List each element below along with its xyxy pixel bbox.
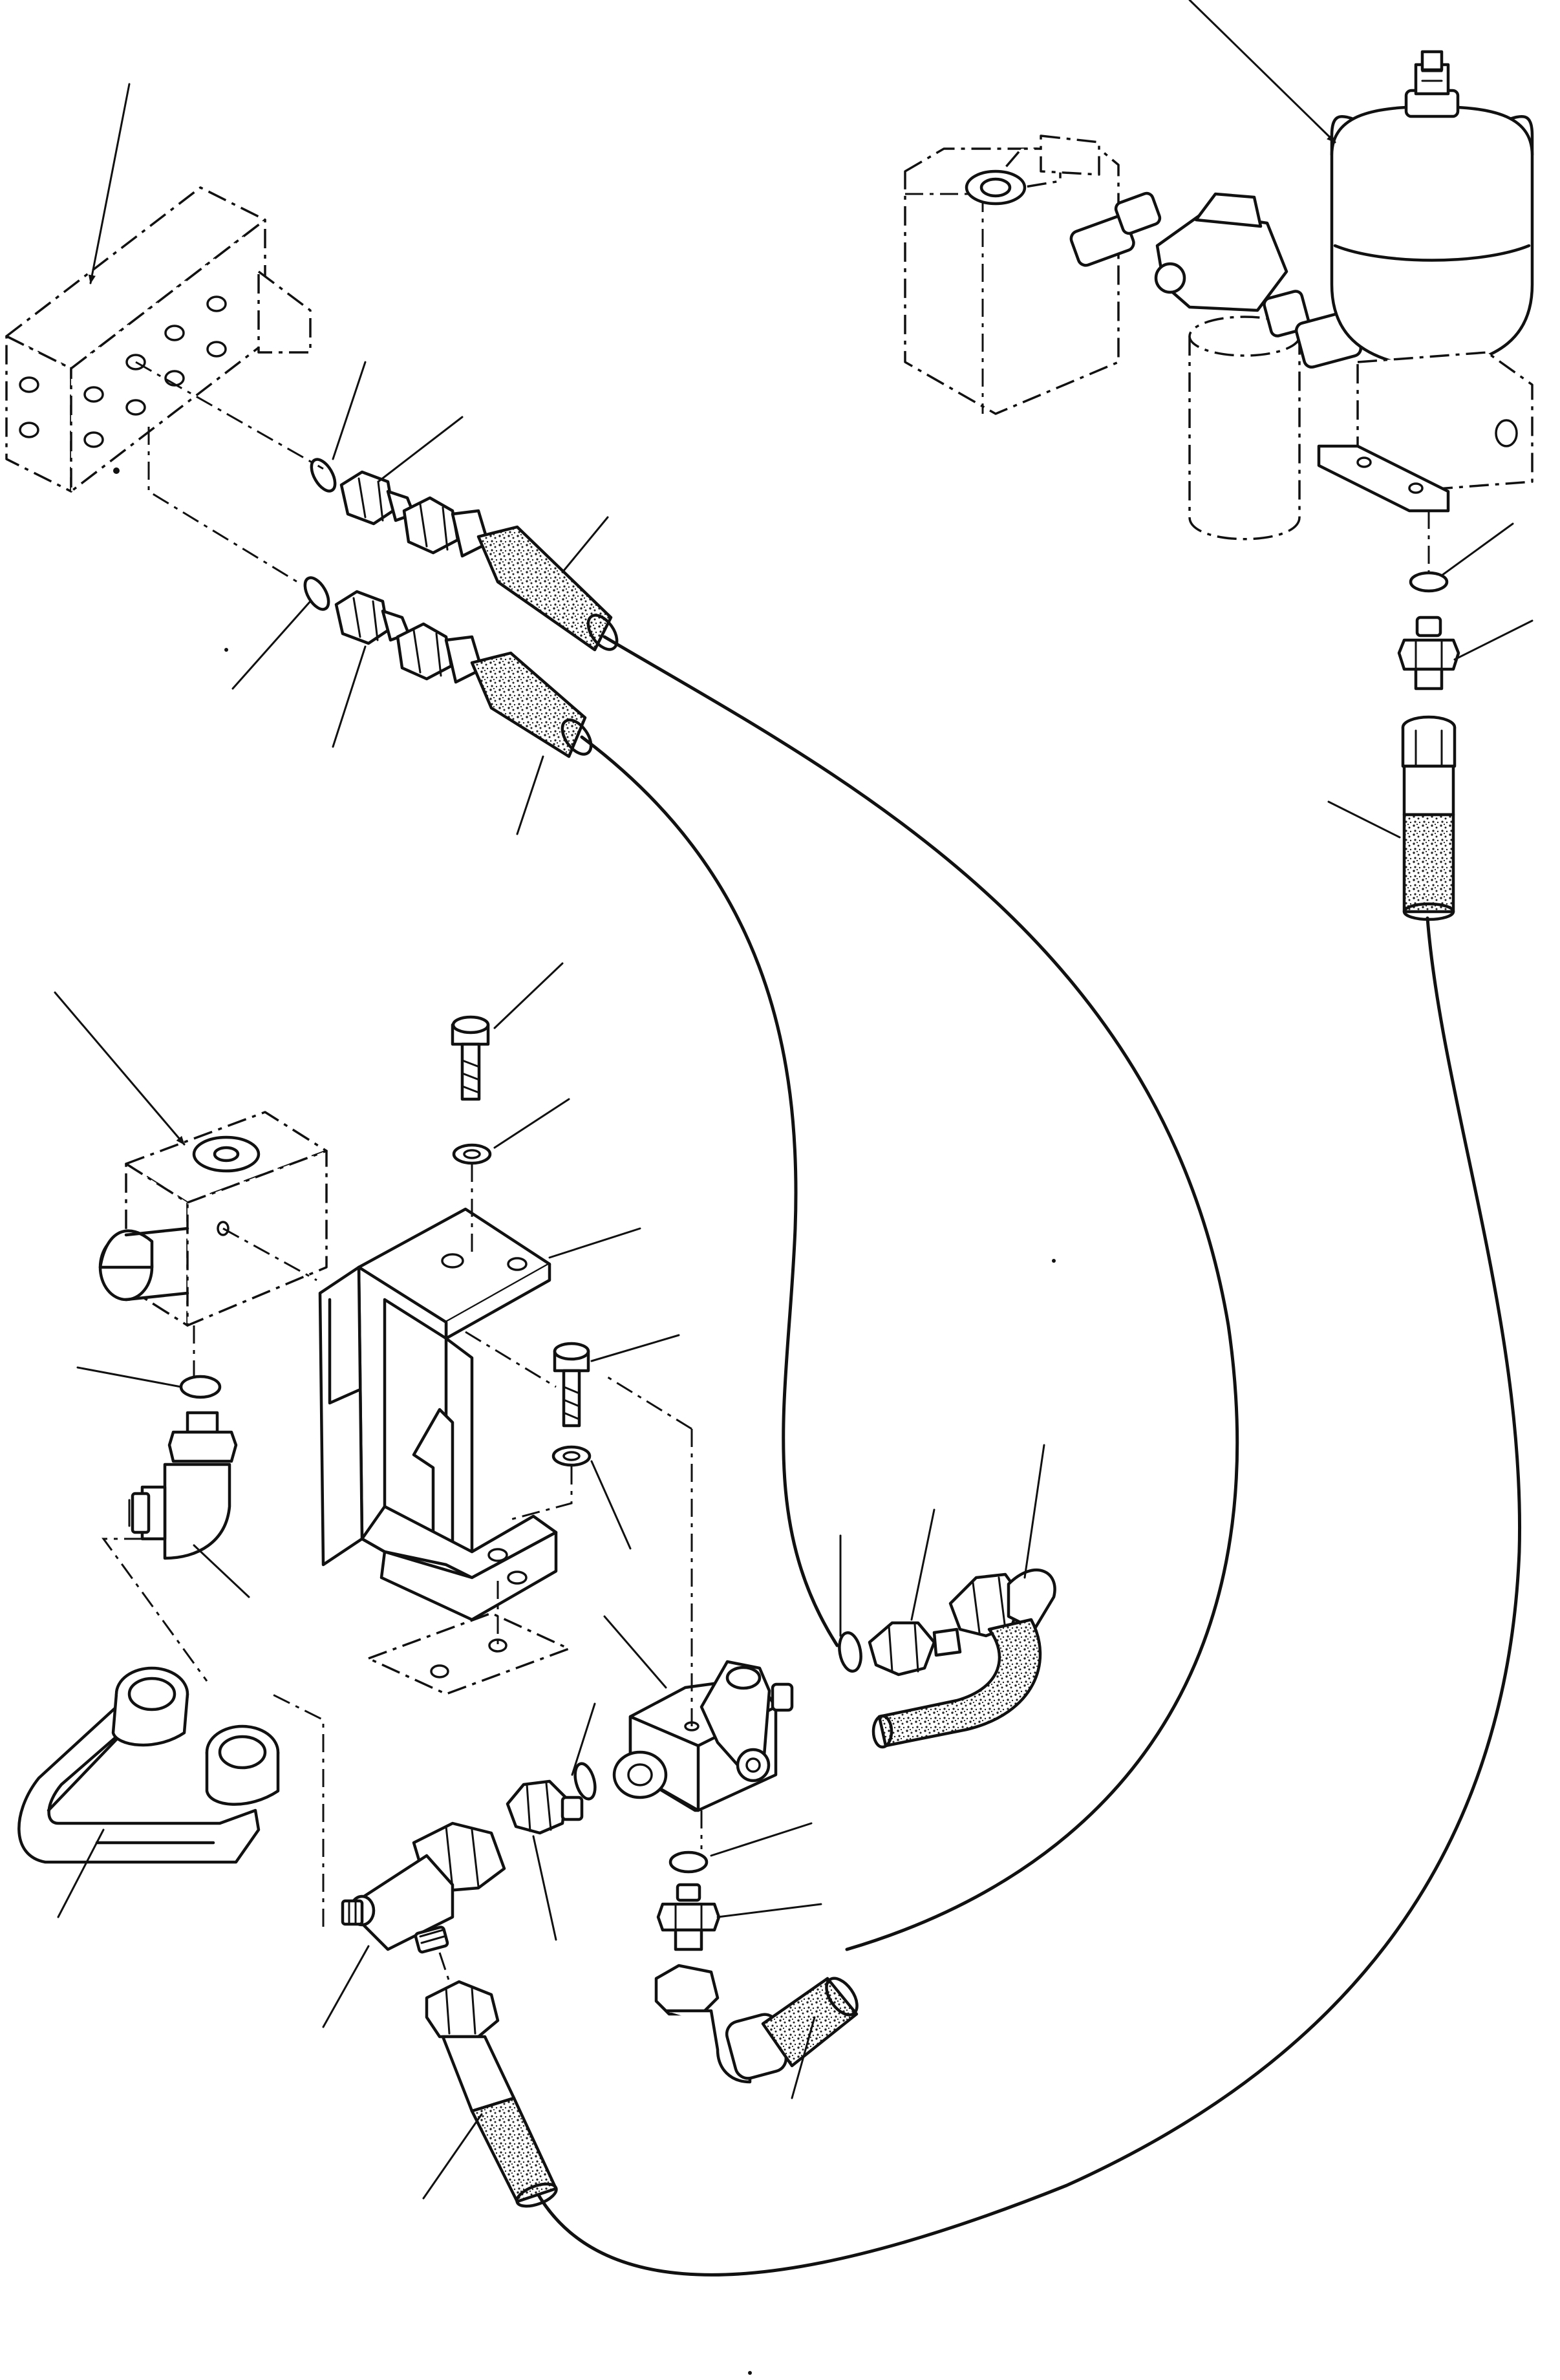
hose-line-upper: [603, 635, 1239, 1951]
accumulator-base-block: [1317, 351, 1533, 513]
accumulator-port-fittings: [1397, 571, 1460, 921]
adapter-fitting-4: [868, 1621, 962, 1677]
hose-end-fitting-1: [402, 496, 490, 558]
tee-down-hose: [425, 1980, 558, 2208]
valve-block-left: [98, 1111, 328, 1377]
stray-marks: [113, 467, 1056, 2375]
tube-nut-1: [111, 1666, 189, 1747]
hose-section-4: [877, 1618, 1042, 1748]
hose-section-2: [470, 651, 587, 758]
tee-fitting: [271, 1693, 506, 1992]
hose-section-1: [476, 525, 613, 652]
manifold-block-top-left: [5, 186, 324, 583]
hose-line-middle: [580, 735, 839, 1647]
hose-end-fitting-2: [396, 622, 484, 684]
hose-end-fitting-3: [1401, 715, 1457, 817]
callout-leaders: [57, 361, 1533, 2200]
adapter-fitting-3: [1397, 616, 1460, 691]
hose-section-3: [1402, 813, 1455, 914]
adapter-fitting-2: [334, 590, 411, 645]
accumulator-assembly-top-right: [904, 50, 1534, 575]
valve-left-fittings: [506, 1762, 597, 1835]
steel-tube: [17, 1666, 280, 1864]
mounting-bracket: [318, 1207, 570, 1695]
hose-section-6: [761, 1977, 859, 2068]
filter-body: [1188, 316, 1301, 541]
cap-screw-2: [553, 1342, 590, 1428]
valve-bottom-fittings: [654, 1850, 859, 2084]
valve-right-fittings: [838, 1569, 1056, 1749]
hose-line-right: [535, 916, 1522, 2277]
manifold-fitting-row-1: [310, 458, 619, 652]
tube-nut-2: [205, 1724, 280, 1806]
connector-fittings: [1069, 191, 1162, 267]
adapter-fitting-1: [339, 470, 416, 526]
bracket-fasteners: [451, 1015, 592, 1521]
manifold-fitting-row-2: [303, 576, 593, 758]
elbow-fitting: [128, 1411, 238, 1560]
hose-elbow-fitting: [654, 1964, 788, 2084]
assembly-arrows: [54, 0, 1336, 1146]
control-valve: [607, 1376, 794, 1849]
cap-screw-1: [451, 1015, 490, 1101]
manifold-ports: [19, 295, 227, 448]
hose-end-fitting-4: [948, 1569, 1056, 1638]
valve-block-fittings: [102, 1375, 238, 1682]
accumulator-sphere: [1330, 50, 1534, 390]
adapter-fitting-5: [506, 1779, 584, 1835]
adapter-fitting-6: [656, 1883, 721, 1951]
hose-section-5: [470, 2096, 558, 2203]
hose-routing-lines: [535, 635, 1522, 2277]
